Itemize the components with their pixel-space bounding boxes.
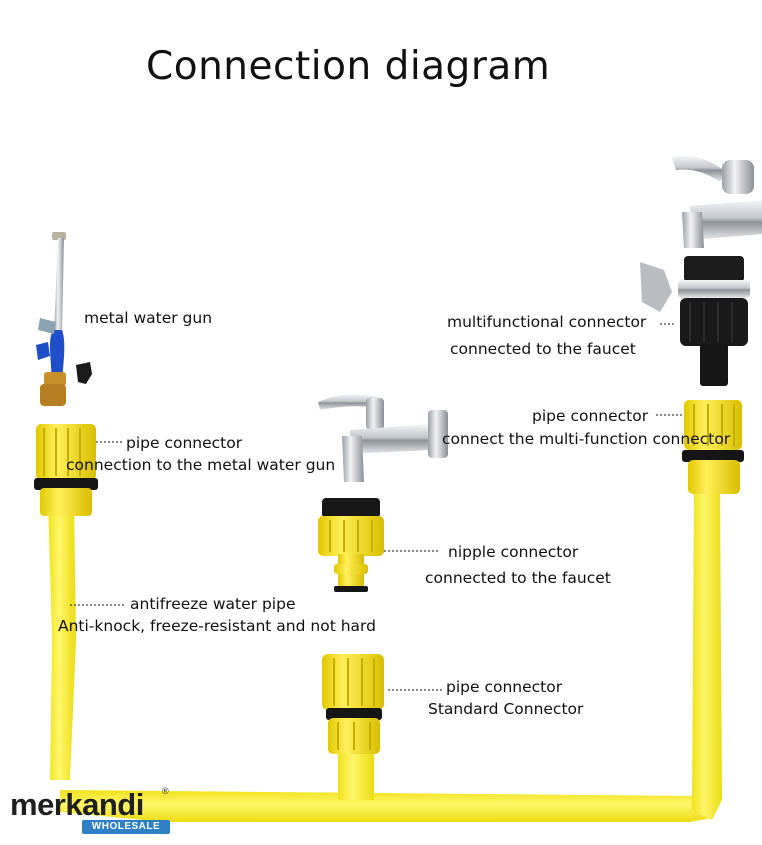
registered-mark-icon: ® xyxy=(162,786,169,796)
logo-badge: WHOLESALE xyxy=(82,820,170,834)
pipe-connector-left-label: pipe connector xyxy=(126,434,243,452)
pipe-connector-right-image xyxy=(682,400,744,494)
antifreeze-pipe-label: antifreeze water pipe xyxy=(130,595,296,613)
leader-lines xyxy=(70,323,682,691)
connect-multi-function-label: connect the multi-function connector xyxy=(442,430,731,448)
pipe-connector-right-label: pipe connector xyxy=(532,407,649,425)
anti-knock-label: Anti-knock, freeze-resistant and not har… xyxy=(58,617,376,635)
metal-water-gun-label: metal water gun xyxy=(84,309,213,327)
logo-wordmark: merkandi xyxy=(10,787,144,822)
pipe-connector-bottom-image xyxy=(322,654,384,754)
standard-connector-label: Standard Connector xyxy=(428,700,584,718)
faucet-right-image xyxy=(672,155,762,248)
pipe-connector-left-image xyxy=(34,424,98,516)
multifunctional-connector-label: multifunctional connector xyxy=(447,313,647,331)
nipple-connector-image xyxy=(318,498,384,592)
metal-water-gun-image xyxy=(36,232,92,406)
connection-metal-gun-label: connection to the metal water gun xyxy=(66,456,336,474)
diagram-title: Connection diagram xyxy=(146,44,551,89)
antifreeze-water-pipe xyxy=(48,490,722,822)
connected-to-faucet-top-label: connected to the faucet xyxy=(450,340,636,358)
connected-to-faucet-mid-label: connected to the faucet xyxy=(425,569,611,587)
faucet-center-image xyxy=(318,394,448,482)
merkandi-logo: merkandi ® WHOLESALE xyxy=(10,786,170,834)
multifunctional-connector-image xyxy=(640,256,750,386)
pipe-connector-bottom-label: pipe connector xyxy=(446,678,563,696)
nipple-connector-label: nipple connector xyxy=(448,543,579,561)
